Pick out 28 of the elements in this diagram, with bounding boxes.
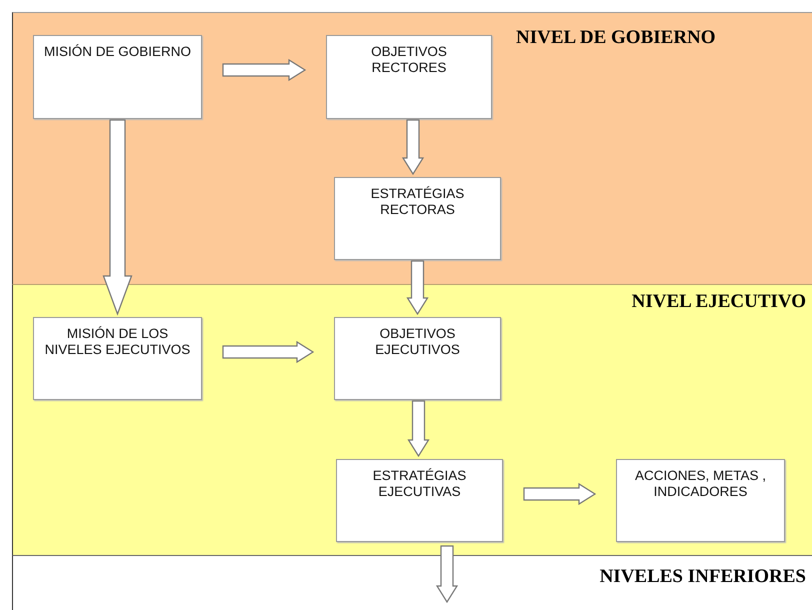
level-band [12,284,812,555]
process-box [326,35,492,119]
block-arrow [222,340,314,364]
block-arrow [436,545,458,604]
level-band [12,12,812,284]
block-arrow [407,400,430,458]
box-label: ESTRATÉGIAS EJECUTIVAS [372,468,468,502]
level-heading: NIVEL DE GOBIERNO [516,27,716,49]
process-box [33,317,202,400]
box-label: OBJETIVOS RECTORES [370,44,448,78]
block-arrow [523,482,596,506]
process-box [33,35,202,119]
box-label: ESTRATÉGIAS RECTORAS [370,186,466,220]
process-box [616,459,785,542]
box-label: ACCIONES, METAS , INDICADORES [634,468,768,502]
block-arrow [222,58,306,82]
level-heading: NIVELES INFERIORES [600,566,806,588]
box-label: OBJETIVOS EJECUTIVOS [374,326,461,360]
block-arrow [402,119,424,176]
block-arrow [406,260,429,316]
level-heading: NIVEL EJECUTIVO [632,291,806,313]
box-label: MISIÓN DE LOS NIVELES EJECUTIVOS [44,326,192,360]
process-box [336,459,503,542]
level-band [12,555,812,610]
box-label: MISIÓN DE GOBIERNO [42,44,192,61]
process-box [334,317,501,400]
process-box [334,177,501,260]
block-arrow [102,119,132,316]
